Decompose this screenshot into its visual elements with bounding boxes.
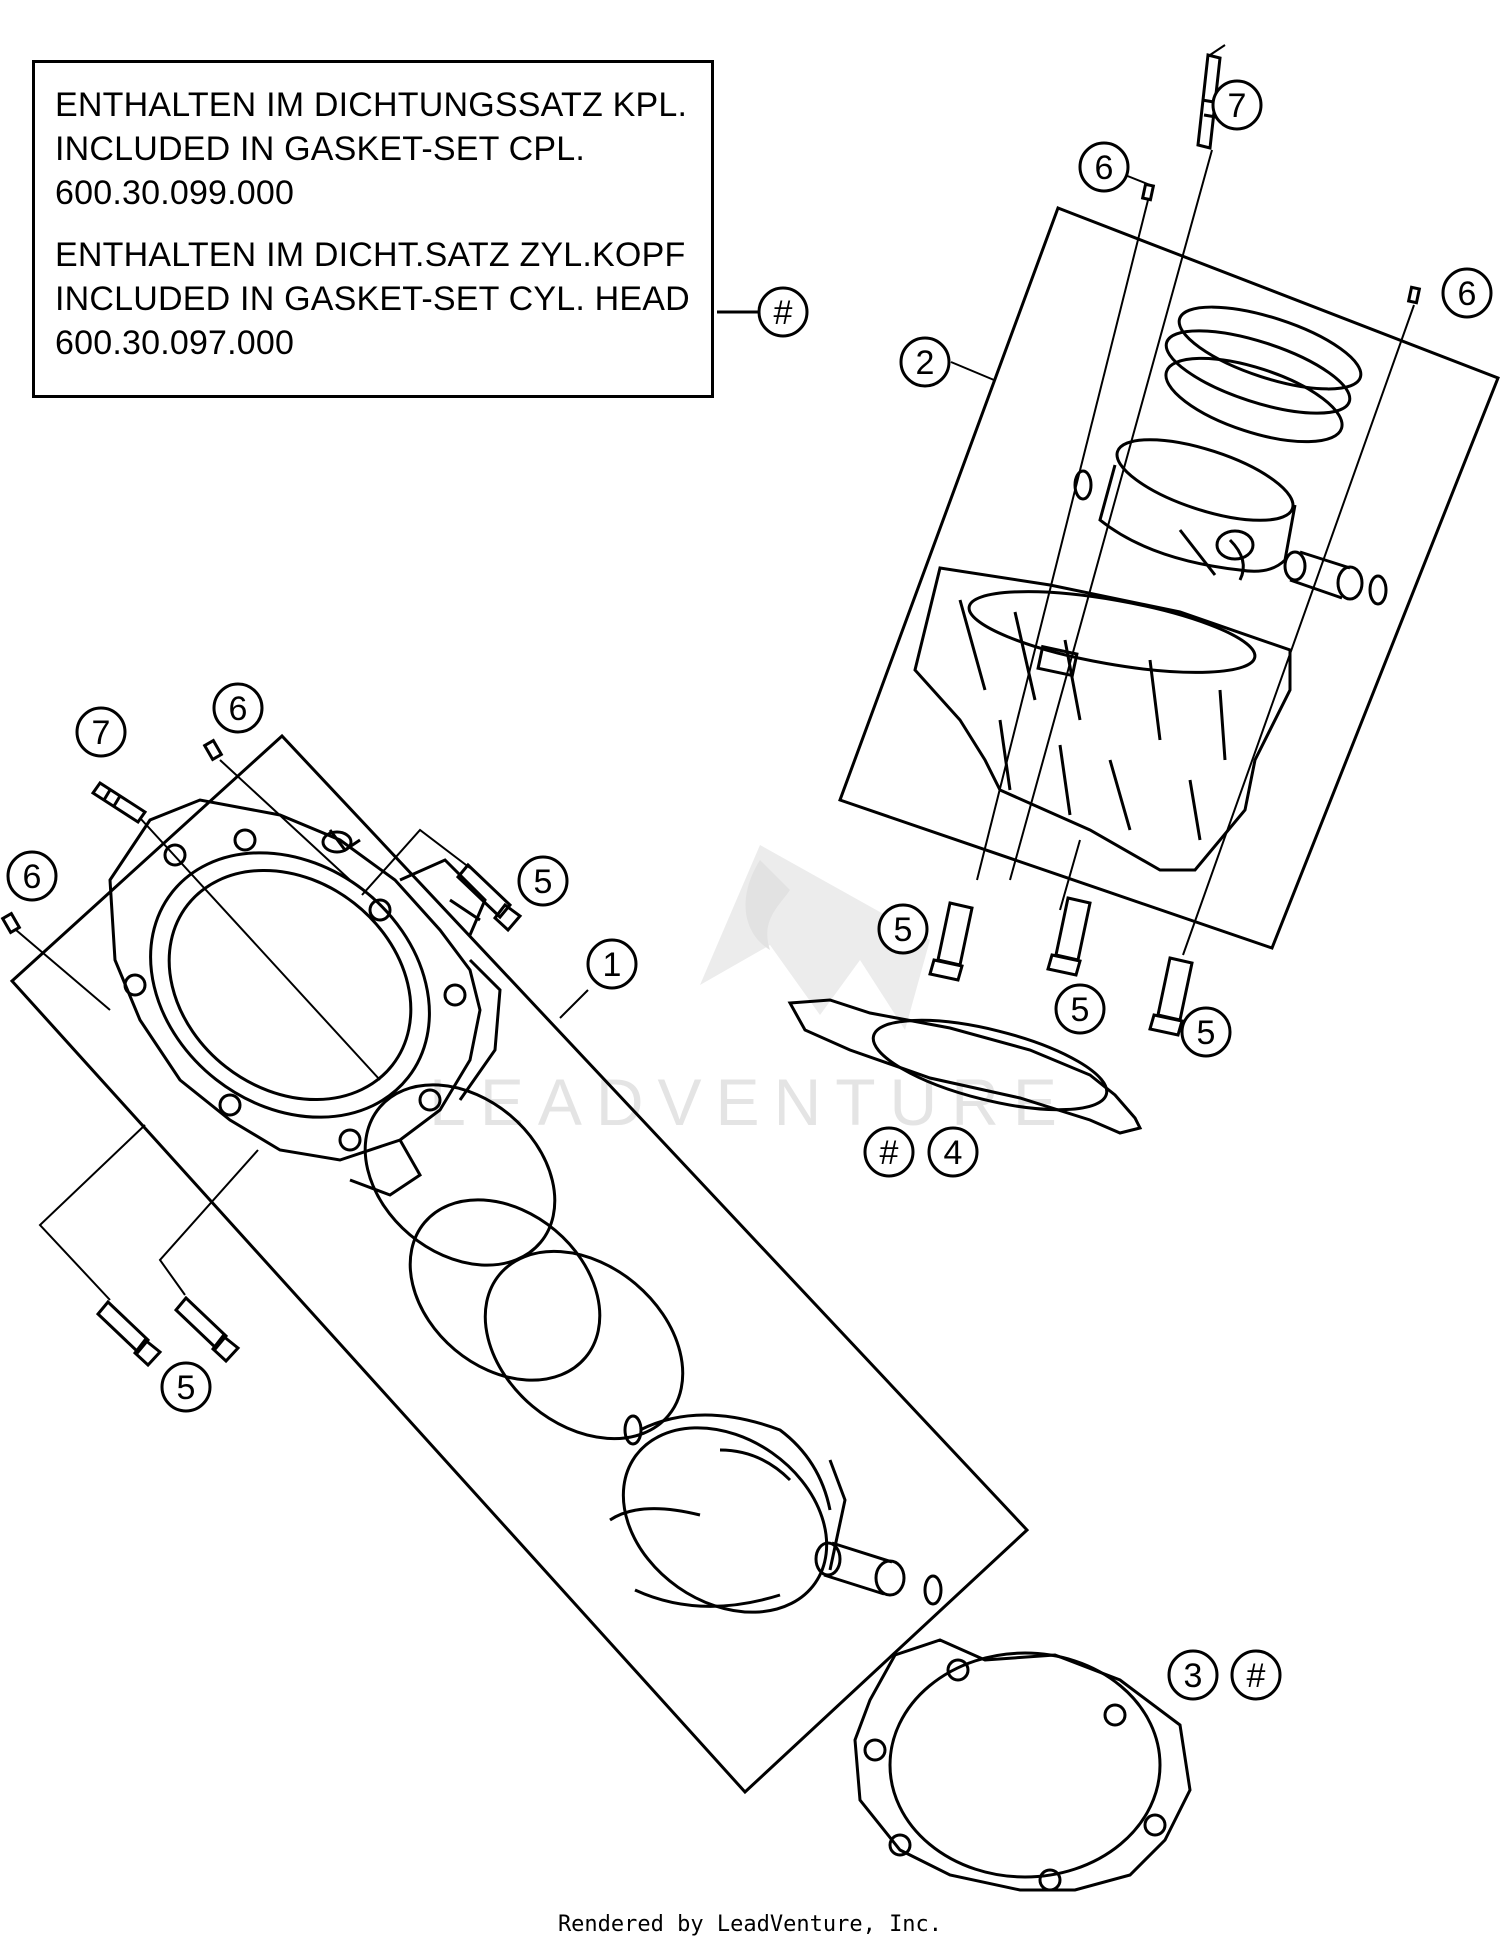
callout-6-lower: 6	[212, 682, 264, 734]
legend-block-head-set: ENTHALTEN IM DICHT.SATZ ZYL.KOPF INCLUDE…	[55, 233, 711, 365]
callout-5-upper-c: 5	[1180, 1006, 1232, 1058]
callout-hash-4: #	[863, 1126, 915, 1178]
callout-label: 6	[229, 690, 248, 728]
assembly-1-outline	[9, 733, 1030, 1795]
callout-label: 5	[534, 863, 553, 901]
legend-part-number: 600.30.099.000	[55, 174, 295, 212]
cylinder-upper	[913, 566, 1292, 872]
piston-ring	[1177, 305, 1363, 391]
cylinder-assembly-2	[838, 44, 1500, 1037]
callout-7-top: 7	[1211, 79, 1263, 131]
stud-7-lower	[90, 780, 148, 825]
piston-upper	[1098, 438, 1297, 581]
bolt-5-lower-left	[95, 1299, 163, 1368]
piston-ring	[483, 1249, 685, 1441]
callout-hash-3: #	[1230, 1649, 1282, 1701]
callout-2: 2	[899, 336, 951, 388]
piston-pin-lower	[814, 1541, 906, 1597]
callout-label: 1	[603, 946, 622, 984]
callout-6-right: 6	[1441, 267, 1493, 319]
legend-hash-label: #	[774, 294, 793, 332]
dowel-pin-lower-left	[0, 911, 22, 935]
piston-clip	[1368, 574, 1388, 606]
callout-label: 5	[177, 1369, 196, 1407]
callout-3: 3	[1167, 1649, 1219, 1701]
piston-pin-upper	[1283, 550, 1364, 601]
piston-ring	[1164, 356, 1344, 444]
bolt-5-upper-left	[928, 901, 974, 982]
callout-5-upper-a: 5	[877, 903, 929, 955]
callout-5-upper-b: 5	[1054, 983, 1106, 1035]
dowel-pin-upper-right	[1406, 285, 1422, 305]
dowel-pin-upper	[1140, 182, 1156, 202]
bolt-5-lower-mid	[173, 1295, 241, 1364]
callout-label: 6	[23, 858, 42, 896]
bolt-5-lower-right	[455, 862, 523, 933]
callout-4: 4	[927, 1126, 979, 1178]
callout-5-lower-left: 5	[160, 1361, 212, 1413]
callout-label: 5	[1071, 991, 1090, 1029]
base-gasket-3	[853, 1638, 1192, 1892]
callout-label: 6	[1095, 149, 1114, 187]
gasket-set-legend-box: ENTHALTEN IM DICHTUNGSSATZ KPL. INCLUDED…	[32, 60, 714, 398]
legend-line: ENTHALTEN IM DICHTUNGSSATZ KPL.	[55, 86, 688, 124]
callout-1: 1	[586, 938, 638, 990]
bolt-5-upper-mid	[1046, 896, 1092, 977]
callout-label: 7	[1228, 87, 1247, 125]
callout-7-lower: 7	[75, 706, 127, 758]
bolt-5-upper-right	[1148, 956, 1194, 1037]
footer-credit: Rendered by LeadVenture, Inc.	[557, 1912, 943, 1937]
piston-clip	[923, 1574, 943, 1606]
callout-label: 2	[916, 344, 935, 382]
callout-label: 5	[1197, 1014, 1216, 1052]
legend-part-number: 600.30.097.000	[55, 324, 295, 362]
assembly-2-outline	[838, 206, 1500, 950]
callout-label: #	[1247, 1657, 1266, 1695]
callout-5-lower-right: 5	[517, 855, 569, 907]
callout-label: 3	[1184, 1657, 1203, 1695]
legend-hash-connector: #	[717, 286, 809, 338]
legend-block-complete-set: ENTHALTEN IM DICHTUNGSSATZ KPL. INCLUDED…	[55, 83, 711, 215]
callout-label: 6	[1458, 275, 1477, 313]
piston-clip	[1073, 469, 1093, 501]
callout-label: 7	[92, 714, 111, 752]
piston-lower	[609, 1413, 847, 1614]
legend-line: INCLUDED IN GASKET-SET CYL. HEAD	[55, 280, 690, 318]
piston-ring	[363, 1083, 557, 1267]
callout-6-left: 6	[6, 850, 58, 902]
callout-label: #	[880, 1134, 899, 1172]
cylinder-assembly-1	[0, 733, 1030, 1795]
legend-line: ENTHALTEN IM DICHT.SATZ ZYL.KOPF	[55, 236, 686, 274]
piston-clip	[623, 1414, 643, 1446]
callout-label: 5	[894, 911, 913, 949]
piston-ring	[1164, 329, 1352, 415]
piston-ring	[408, 1198, 602, 1382]
head-gasket-4	[787, 998, 1143, 1135]
callout-label: 4	[944, 1134, 963, 1172]
dowel-pin-lower	[202, 738, 224, 762]
callout-6-top: 6	[1078, 141, 1130, 193]
legend-line: INCLUDED IN GASKET-SET CPL.	[55, 130, 586, 168]
